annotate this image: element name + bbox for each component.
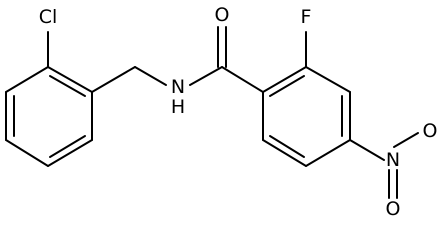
carbonyl-oxygen-label: O (215, 4, 230, 26)
bond (49, 135, 86, 158)
nitro-group-bonds (388, 132, 419, 199)
nitro-oxygen-bottom-label: O (386, 198, 401, 220)
bond (49, 75, 86, 97)
bond (262, 66, 307, 93)
carbonyl-double-bond (217, 26, 227, 68)
bond (305, 66, 351, 93)
amide-nitrogen-label: N (171, 76, 185, 98)
bond (269, 75, 305, 97)
bond-nitrogen-to-carbonyl (189, 66, 223, 86)
amide-hydrogen-label: H (171, 96, 185, 118)
bond-ring-to-nitro (349, 139, 385, 161)
fluorine-label: F (301, 6, 312, 28)
bond (262, 139, 307, 167)
bond-carbonyl-to-ring (221, 66, 264, 93)
fluoronitrobenzene-ring (262, 66, 351, 167)
bond-methylene-to-nitrogen (134, 66, 167, 86)
bond (305, 139, 351, 167)
bond (5, 139, 49, 167)
bond (393, 132, 419, 148)
chlorine-label: Cl (39, 6, 58, 28)
nitro-nitrogen-label: N (386, 149, 400, 171)
structure-diagram: Cl N H O F N O O (5, 4, 438, 220)
chlorobenzyl-ring (5, 66, 93, 167)
bond-ring-to-methylene (91, 66, 136, 93)
bond (5, 66, 49, 93)
bond (47, 66, 93, 93)
nitro-oxygen-top-label: O (423, 120, 438, 142)
bond (47, 139, 93, 167)
bond (269, 135, 305, 158)
